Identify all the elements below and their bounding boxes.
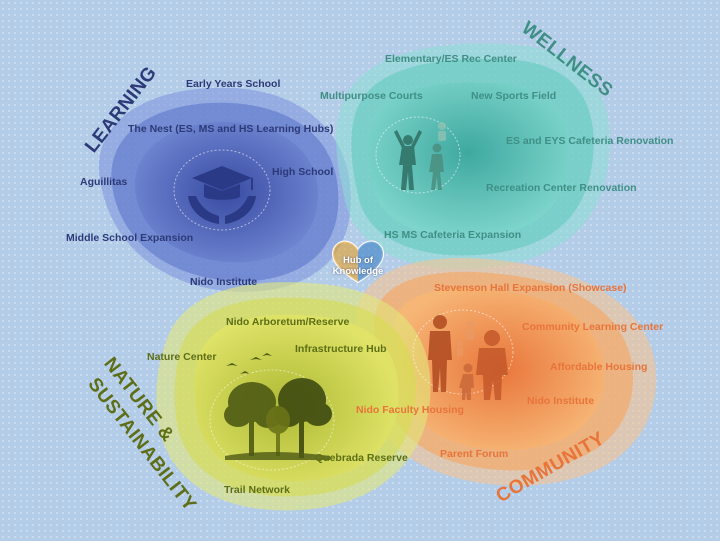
learning-item: Aguillitas [80, 176, 128, 188]
wellness-item: ES and EYS Cafeteria Renovation [506, 135, 674, 147]
nature-item: Trail Network [224, 484, 290, 496]
family-icon [428, 315, 508, 400]
nature-item: Quebrada Reserve [315, 452, 408, 464]
learning-item: High School [272, 166, 334, 178]
hub-title-line1: Hub of [342, 255, 374, 266]
wellness-item: HS MS Cafeteria Expansion [384, 229, 522, 241]
community-item: Parent Forum [440, 448, 509, 460]
graduation-cap-hands-icon [188, 166, 256, 224]
community-item: Community Learning Center [522, 321, 664, 333]
nature-item: Infrastructure Hub [295, 343, 387, 355]
nature-halo [209, 369, 335, 471]
nature-item: Nature Center [147, 351, 217, 363]
community-item: Nido Faculty Housing [356, 404, 464, 416]
learning-item: Early Years School [186, 78, 281, 90]
wellness-blob [336, 43, 610, 269]
wellness-item: Elementary/ES Rec Center [385, 53, 517, 65]
learning-item: The Nest (ES, MS and HS Learning Hubs) [128, 123, 334, 135]
wellness-halo [375, 116, 461, 194]
athletes-icon [394, 122, 446, 190]
wellness-item: Multipurpose Courts [320, 90, 423, 102]
learning-blob [98, 87, 351, 292]
hub-title-line2: Knowledge [332, 266, 384, 277]
trees-birds-icon [224, 353, 332, 460]
learning-halo [173, 149, 271, 231]
learning-item: Middle School Expansion [66, 232, 194, 244]
community-item: Affordable Housing [550, 361, 648, 373]
wellness-item: New Sports Field [471, 90, 557, 102]
wellness-item: Recreation Center Renovation [486, 182, 637, 194]
heart-icon [331, 240, 385, 284]
nature-item: Nido Arboretum/Reserve [226, 316, 350, 328]
learning-item: Nido Institute [190, 276, 258, 288]
community-item: Nido Institute [527, 395, 595, 407]
community-item: Stevenson Hall Expansion (Showcase) [434, 282, 627, 294]
